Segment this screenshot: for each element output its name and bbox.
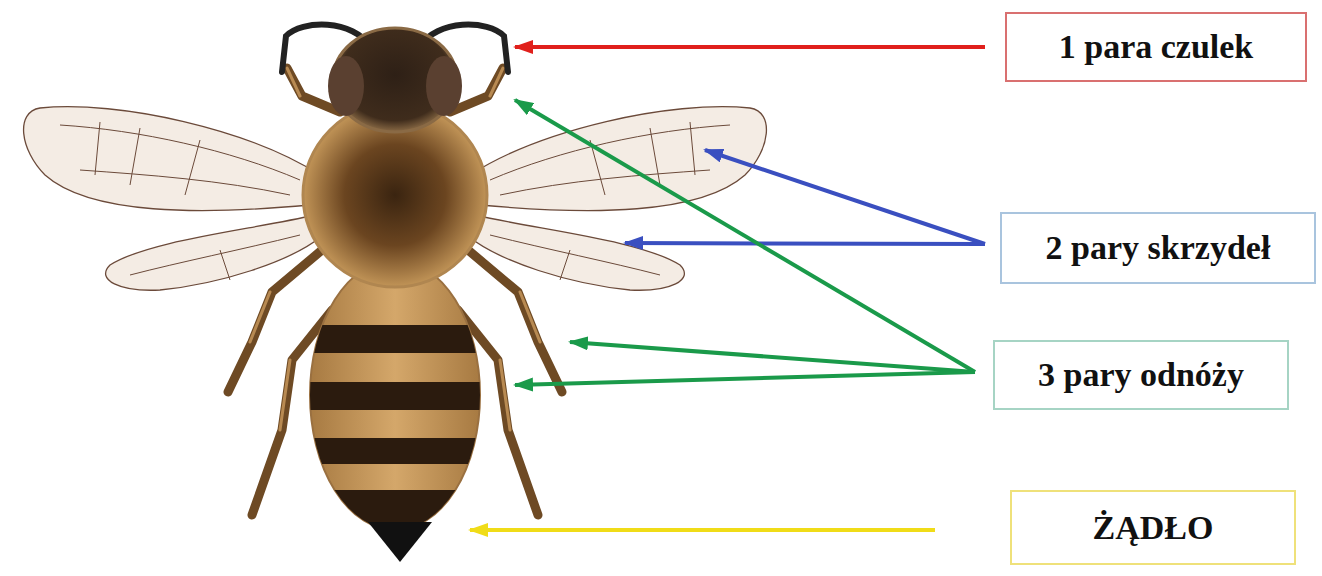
leader-arrow (470, 528, 935, 532)
label-text: ŻĄDŁO (1093, 508, 1214, 547)
label-text: 3 pary odnóży (1038, 355, 1244, 394)
leg (228, 250, 322, 392)
label-box: 1 para czulek (1005, 12, 1307, 82)
leader-arrow (625, 243, 985, 244)
label-text: 2 pary skrzydeł (1046, 228, 1271, 267)
leg (468, 250, 562, 392)
abdomen (300, 260, 490, 535)
label-box: 2 pary skrzydeł (1000, 212, 1316, 284)
stinger (368, 522, 432, 562)
leader-arrow (515, 372, 975, 385)
label-box: ŻĄDŁO (1010, 490, 1296, 565)
head (328, 28, 462, 132)
leader-arrow (705, 150, 985, 244)
label-text: 1 para czulek (1059, 27, 1254, 66)
label-box: 3 pary odnóży (993, 340, 1289, 410)
wing (470, 107, 766, 211)
leader-arrows (470, 47, 985, 530)
leader-arrow (570, 342, 975, 372)
leader-arrow (515, 45, 985, 49)
leader-arrow (515, 100, 975, 372)
wing (24, 107, 320, 211)
